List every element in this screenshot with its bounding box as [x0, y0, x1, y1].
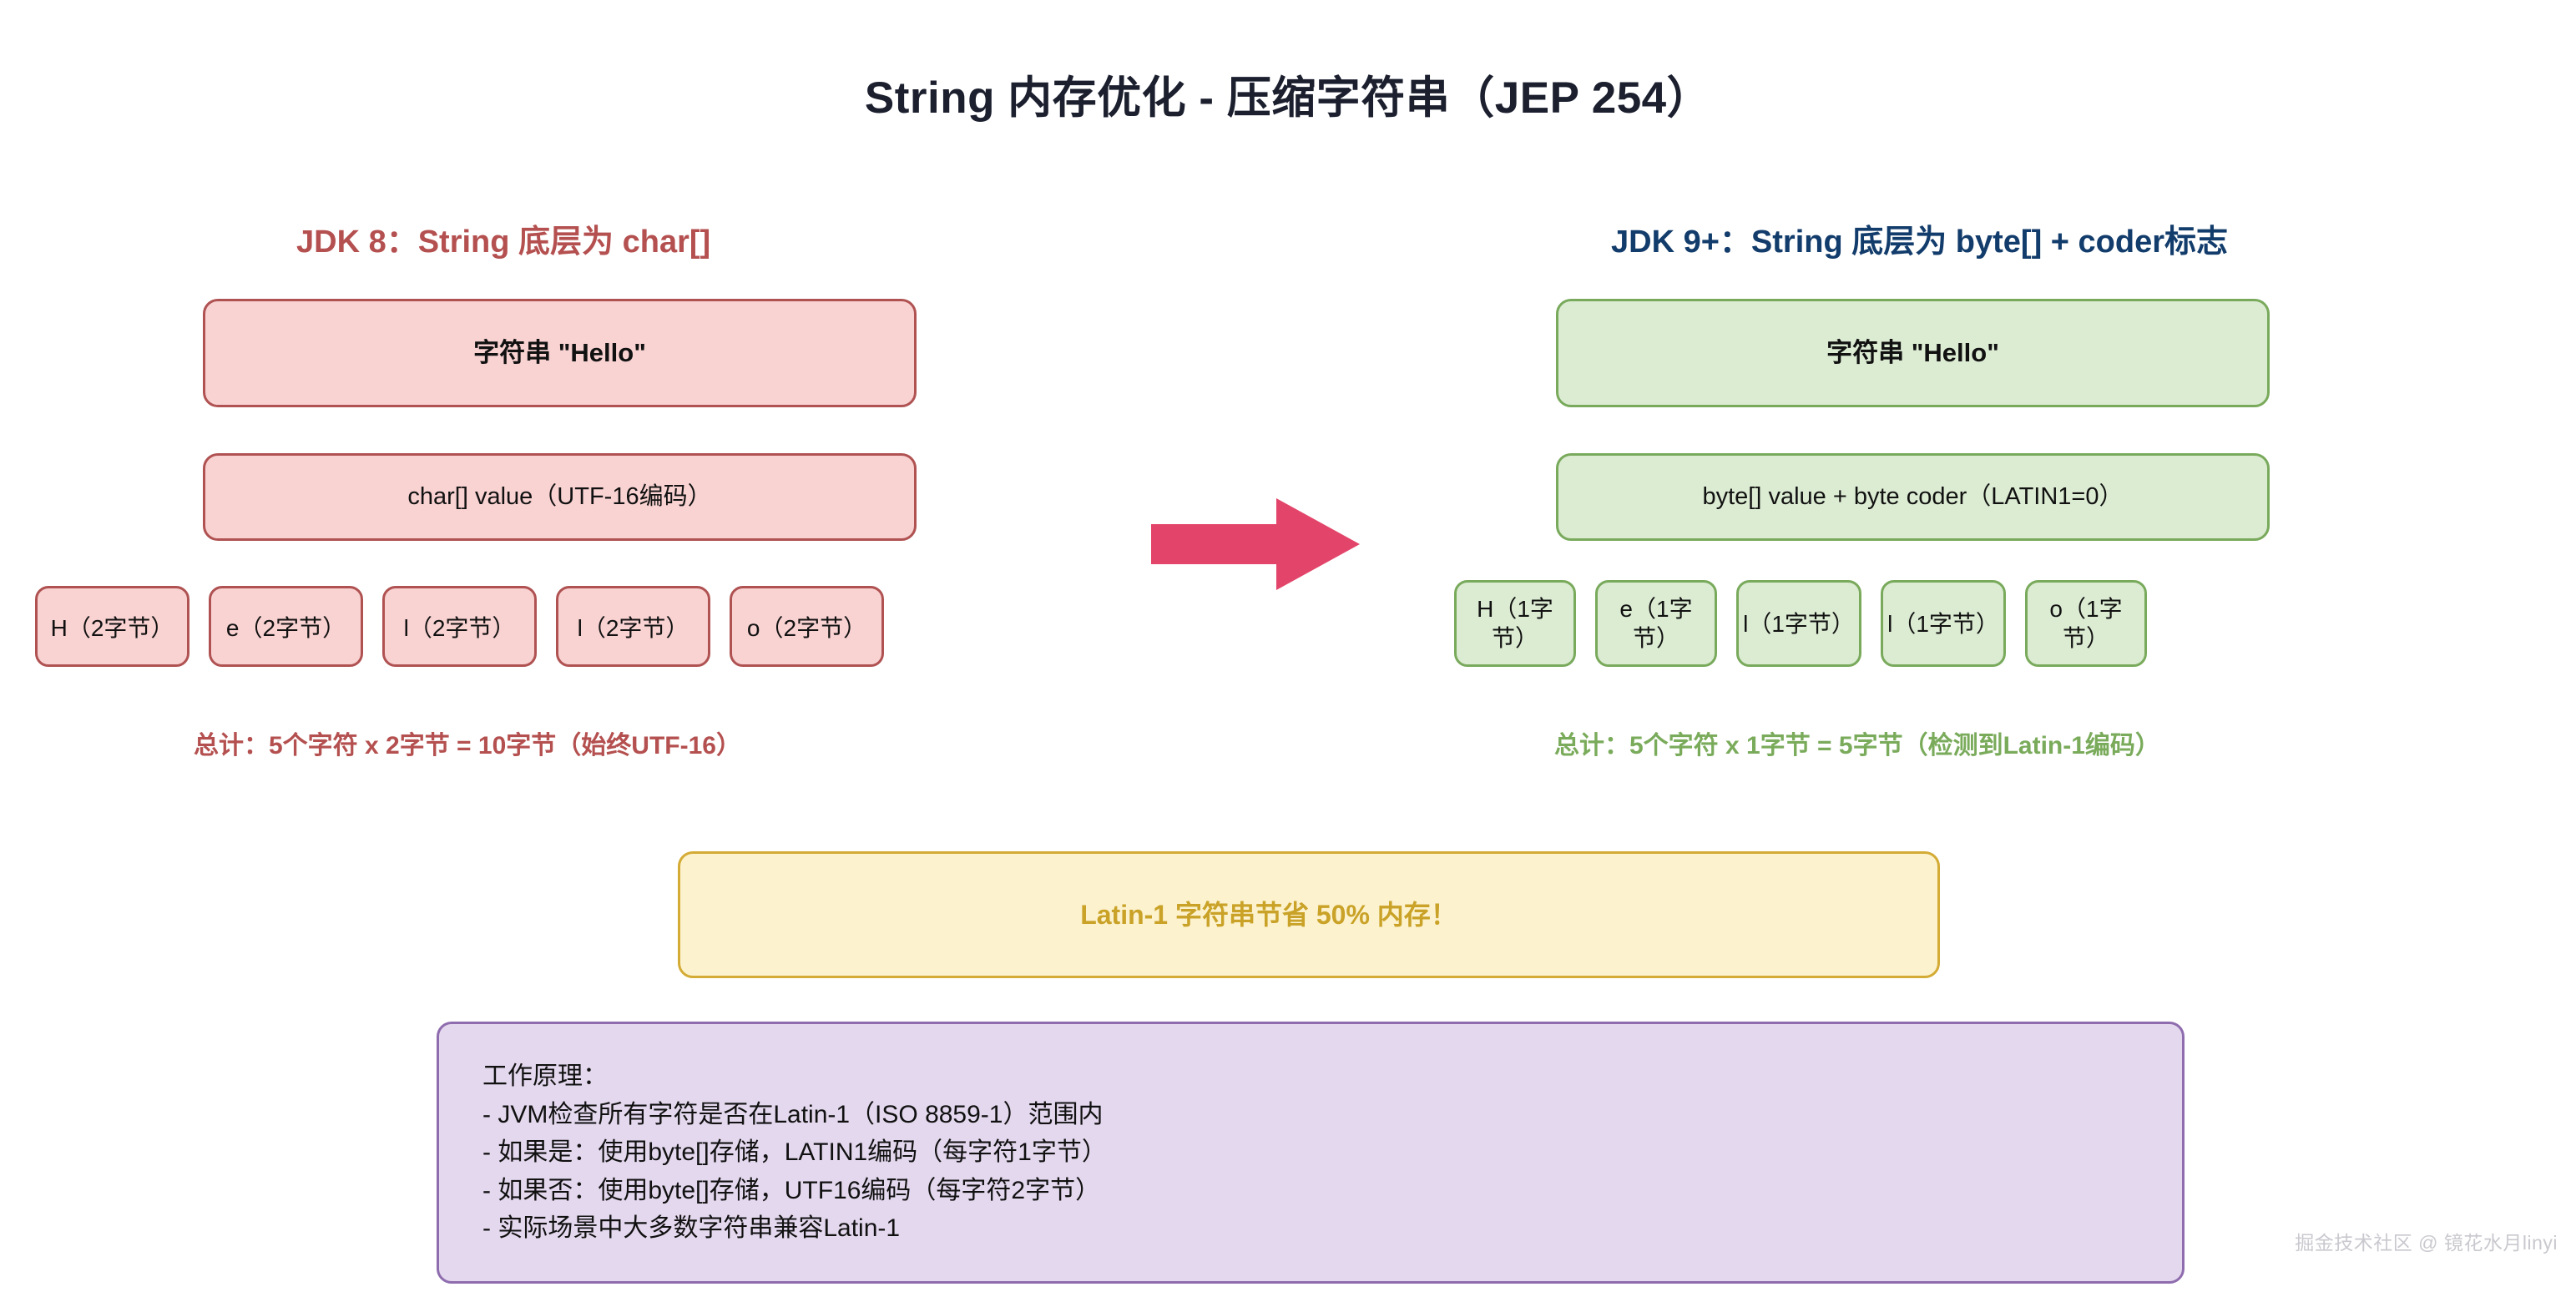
watermark: 掘金技术社区 @ 镜花水月linyi	[2295, 1232, 2558, 1254]
right-value-box-label: byte[] value + byte coder（LATIN1=0）	[1702, 483, 2124, 511]
left-char-cell-label: e（2字节）	[225, 614, 346, 641]
right-char-cell-label: o（1字节）	[2049, 596, 2123, 651]
explanation-item: - 实际场景中大多数字符串兼容Latin-1	[482, 1214, 901, 1243]
highlight-box-label: Latin-1 字符串节省 50% 内存！	[1080, 900, 1457, 930]
left-string-box: 字符串 "Hello"	[203, 299, 917, 407]
left-char-cell: H（2字节）	[35, 586, 189, 667]
explanation-item: - 如果是：使用byte[]存储，LATIN1编码（每字符1字节）	[482, 1138, 1107, 1167]
right-char-cell: l（1字节）	[1736, 580, 1861, 667]
explanation-box: 工作原理： - JVM检查所有字符是否在Latin-1（ISO 8859-1）范…	[437, 1022, 2185, 1284]
left-char-cell: l（2字节）	[556, 586, 710, 667]
right-char-cell: H（1字节）	[1454, 580, 1576, 667]
left-char-cell-label: o（2字节）	[746, 614, 867, 641]
left-value-box: char[] value（UTF-16编码）	[203, 453, 917, 541]
explanation-heading: 工作原理：	[482, 1062, 608, 1091]
right-string-box: 字符串 "Hello"	[1556, 299, 2270, 407]
left-column-heading: JDK 8：String 底层为 char[]	[296, 225, 711, 260]
right-char-cell: l（1字节）	[1881, 580, 2006, 667]
right-column-heading: JDK 9+：String 底层为 byte[] + coder标志	[1611, 225, 2229, 260]
explanation-item: - JVM检查所有字符是否在Latin-1（ISO 8859-1）范围内	[482, 1100, 1104, 1128]
right-char-cell: e（1字节）	[1595, 580, 1717, 667]
right-summary: 总计：5个字符 x 1字节 = 5字节（检测到Latin-1编码）	[1554, 732, 2160, 760]
explanation-item: - 如果否：使用byte[]存储，UTF16编码（每字符2字节）	[482, 1176, 1101, 1204]
left-char-cell-label: l（2字节）	[403, 614, 516, 641]
right-char-cell-label: l（1字节）	[1887, 610, 1999, 637]
left-string-box-label: 字符串 "Hello"	[473, 337, 646, 367]
right-value-box: byte[] value + byte coder（LATIN1=0）	[1556, 453, 2270, 541]
left-char-cell: l（2字节）	[382, 586, 537, 667]
page-title: String 内存优化 - 压缩字符串（JEP 254）	[864, 73, 1712, 123]
left-char-cell: e（2字节）	[209, 586, 363, 667]
right-char-cell: o（1字节）	[2025, 580, 2147, 667]
right-string-box-label: 字符串 "Hello"	[1826, 337, 1999, 367]
right-char-cell-label: l（1字节）	[1743, 610, 1855, 637]
explanation-list: 工作原理： - JVM检查所有字符是否在Latin-1（ISO 8859-1）范…	[482, 1057, 1107, 1248]
highlight-box: Latin-1 字符串节省 50% 内存！	[678, 851, 1940, 978]
left-value-box-label: char[] value（UTF-16编码）	[407, 483, 712, 511]
right-char-cell-label: e（1字节）	[1619, 596, 1693, 651]
left-char-row: H（2字节） e（2字节） l（2字节） l（2字节） o（2字节）	[35, 586, 884, 667]
right-char-row: H（1字节） e（1字节） l（1字节） l（1字节） o（1字节）	[1454, 580, 2147, 667]
left-char-cell: o（2字节）	[730, 586, 884, 667]
arrow-right-icon	[1151, 498, 1360, 590]
left-summary: 总计：5个字符 x 2字节 = 10字节（始终UTF-16）	[194, 732, 741, 760]
left-char-cell-label: l（2字节）	[577, 614, 689, 641]
right-char-cell-label: H（1字节）	[1477, 596, 1553, 651]
left-char-cell-label: H（2字节）	[50, 614, 174, 641]
